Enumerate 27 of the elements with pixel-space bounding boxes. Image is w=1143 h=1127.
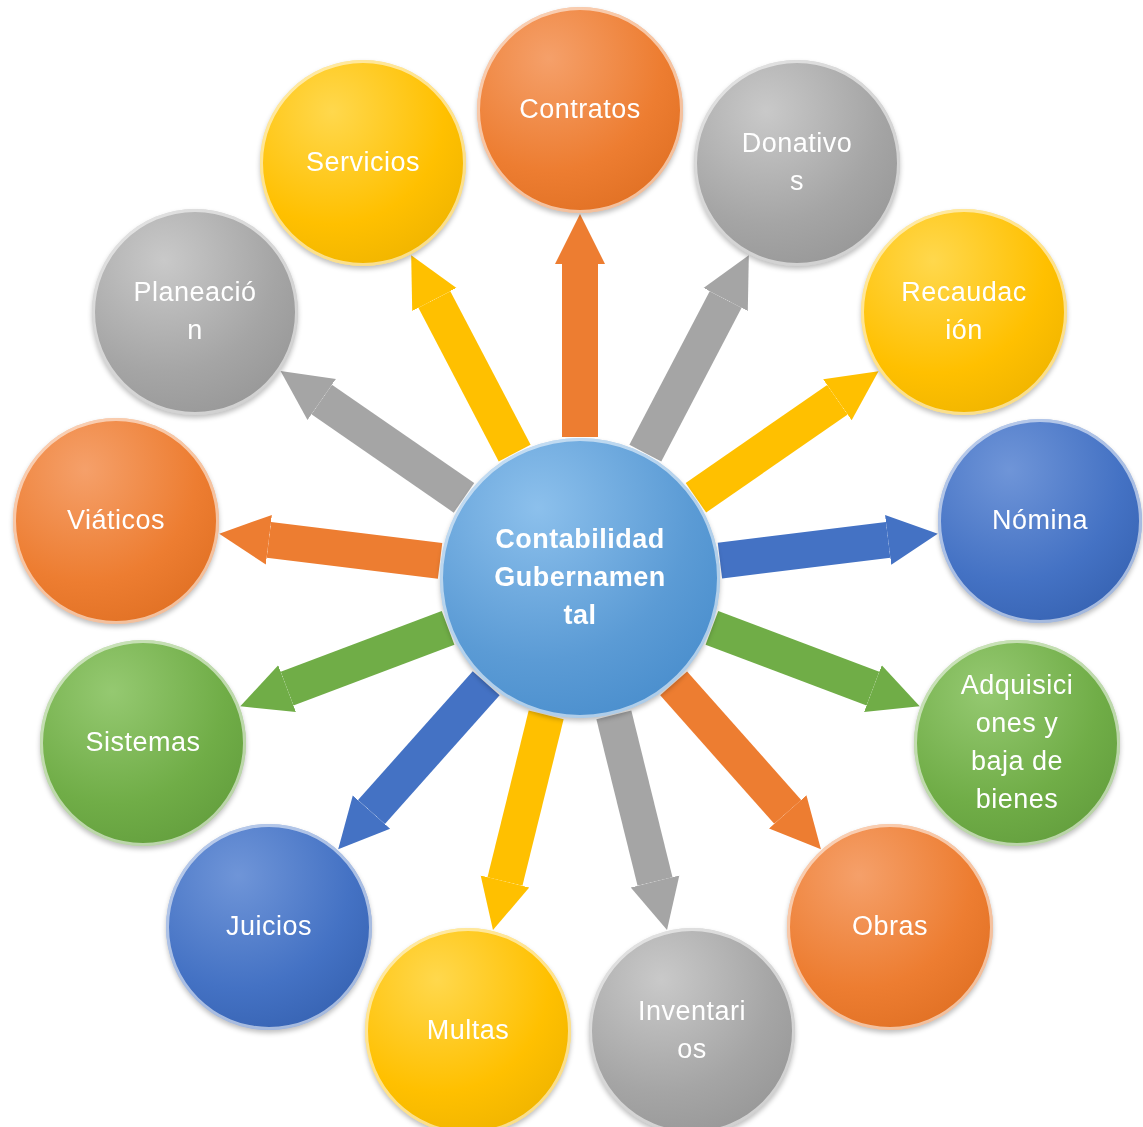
block-arrow bbox=[596, 710, 680, 931]
node-label: Planeació n bbox=[133, 276, 257, 347]
node-label: Contratos bbox=[519, 93, 641, 127]
node-label: Adquisici ones y baja de bienes bbox=[959, 669, 1075, 816]
node-label: Inventari os bbox=[637, 995, 747, 1066]
node-label: Servicios bbox=[306, 146, 420, 180]
block-arrow bbox=[480, 710, 564, 931]
node-label: Juicios bbox=[226, 910, 312, 944]
block-arrow bbox=[629, 255, 749, 462]
node-label: Nómina bbox=[991, 504, 1088, 538]
node-label: Viáticos bbox=[66, 504, 166, 538]
block-arrow bbox=[411, 255, 531, 462]
node-label: Contabilidad Gubernamen tal bbox=[494, 523, 666, 632]
block-arrow bbox=[555, 214, 605, 437]
block-arrow bbox=[660, 671, 821, 850]
block-arrow bbox=[219, 514, 443, 579]
block-arrow bbox=[685, 371, 879, 513]
node-label: Sistemas bbox=[85, 726, 201, 760]
node-label: Recaudac ión bbox=[901, 276, 1027, 347]
block-arrow bbox=[705, 610, 920, 712]
block-arrow bbox=[338, 671, 500, 850]
block-arrow bbox=[717, 515, 938, 579]
node-label: Obras bbox=[852, 910, 928, 944]
node-label: Multas bbox=[426, 1014, 510, 1048]
block-arrow bbox=[240, 610, 455, 712]
node-label: Donativo s bbox=[741, 127, 853, 198]
block-arrow bbox=[280, 371, 475, 513]
